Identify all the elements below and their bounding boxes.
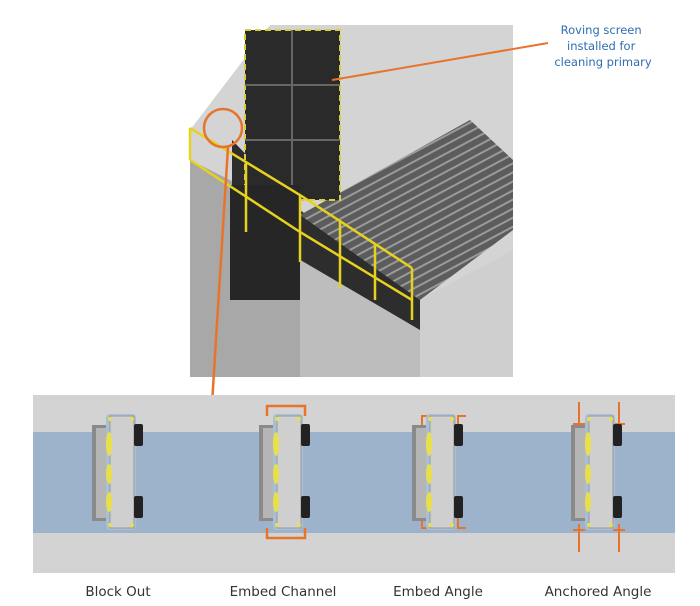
label-embed-channel: Embed Channel [230,584,337,600]
callout-line [331,42,549,81]
label-block-out: Block Out [85,584,150,600]
unit-anchored-angle [570,402,625,552]
plan-view-panel [33,395,675,573]
label-embed-angle: Embed Angle [393,584,483,600]
detail-leader-line [209,146,230,421]
label-anchored-angle: Anchored Angle [545,584,652,600]
highlight-circle [202,107,244,149]
callout-text: Roving screen installed for cleaning pri… [554,23,652,69]
roving-screen-illustration [188,25,513,377]
unit-embed-angle [411,413,466,531]
unit-block-out [91,413,144,531]
unit-embed-channel [258,404,311,540]
